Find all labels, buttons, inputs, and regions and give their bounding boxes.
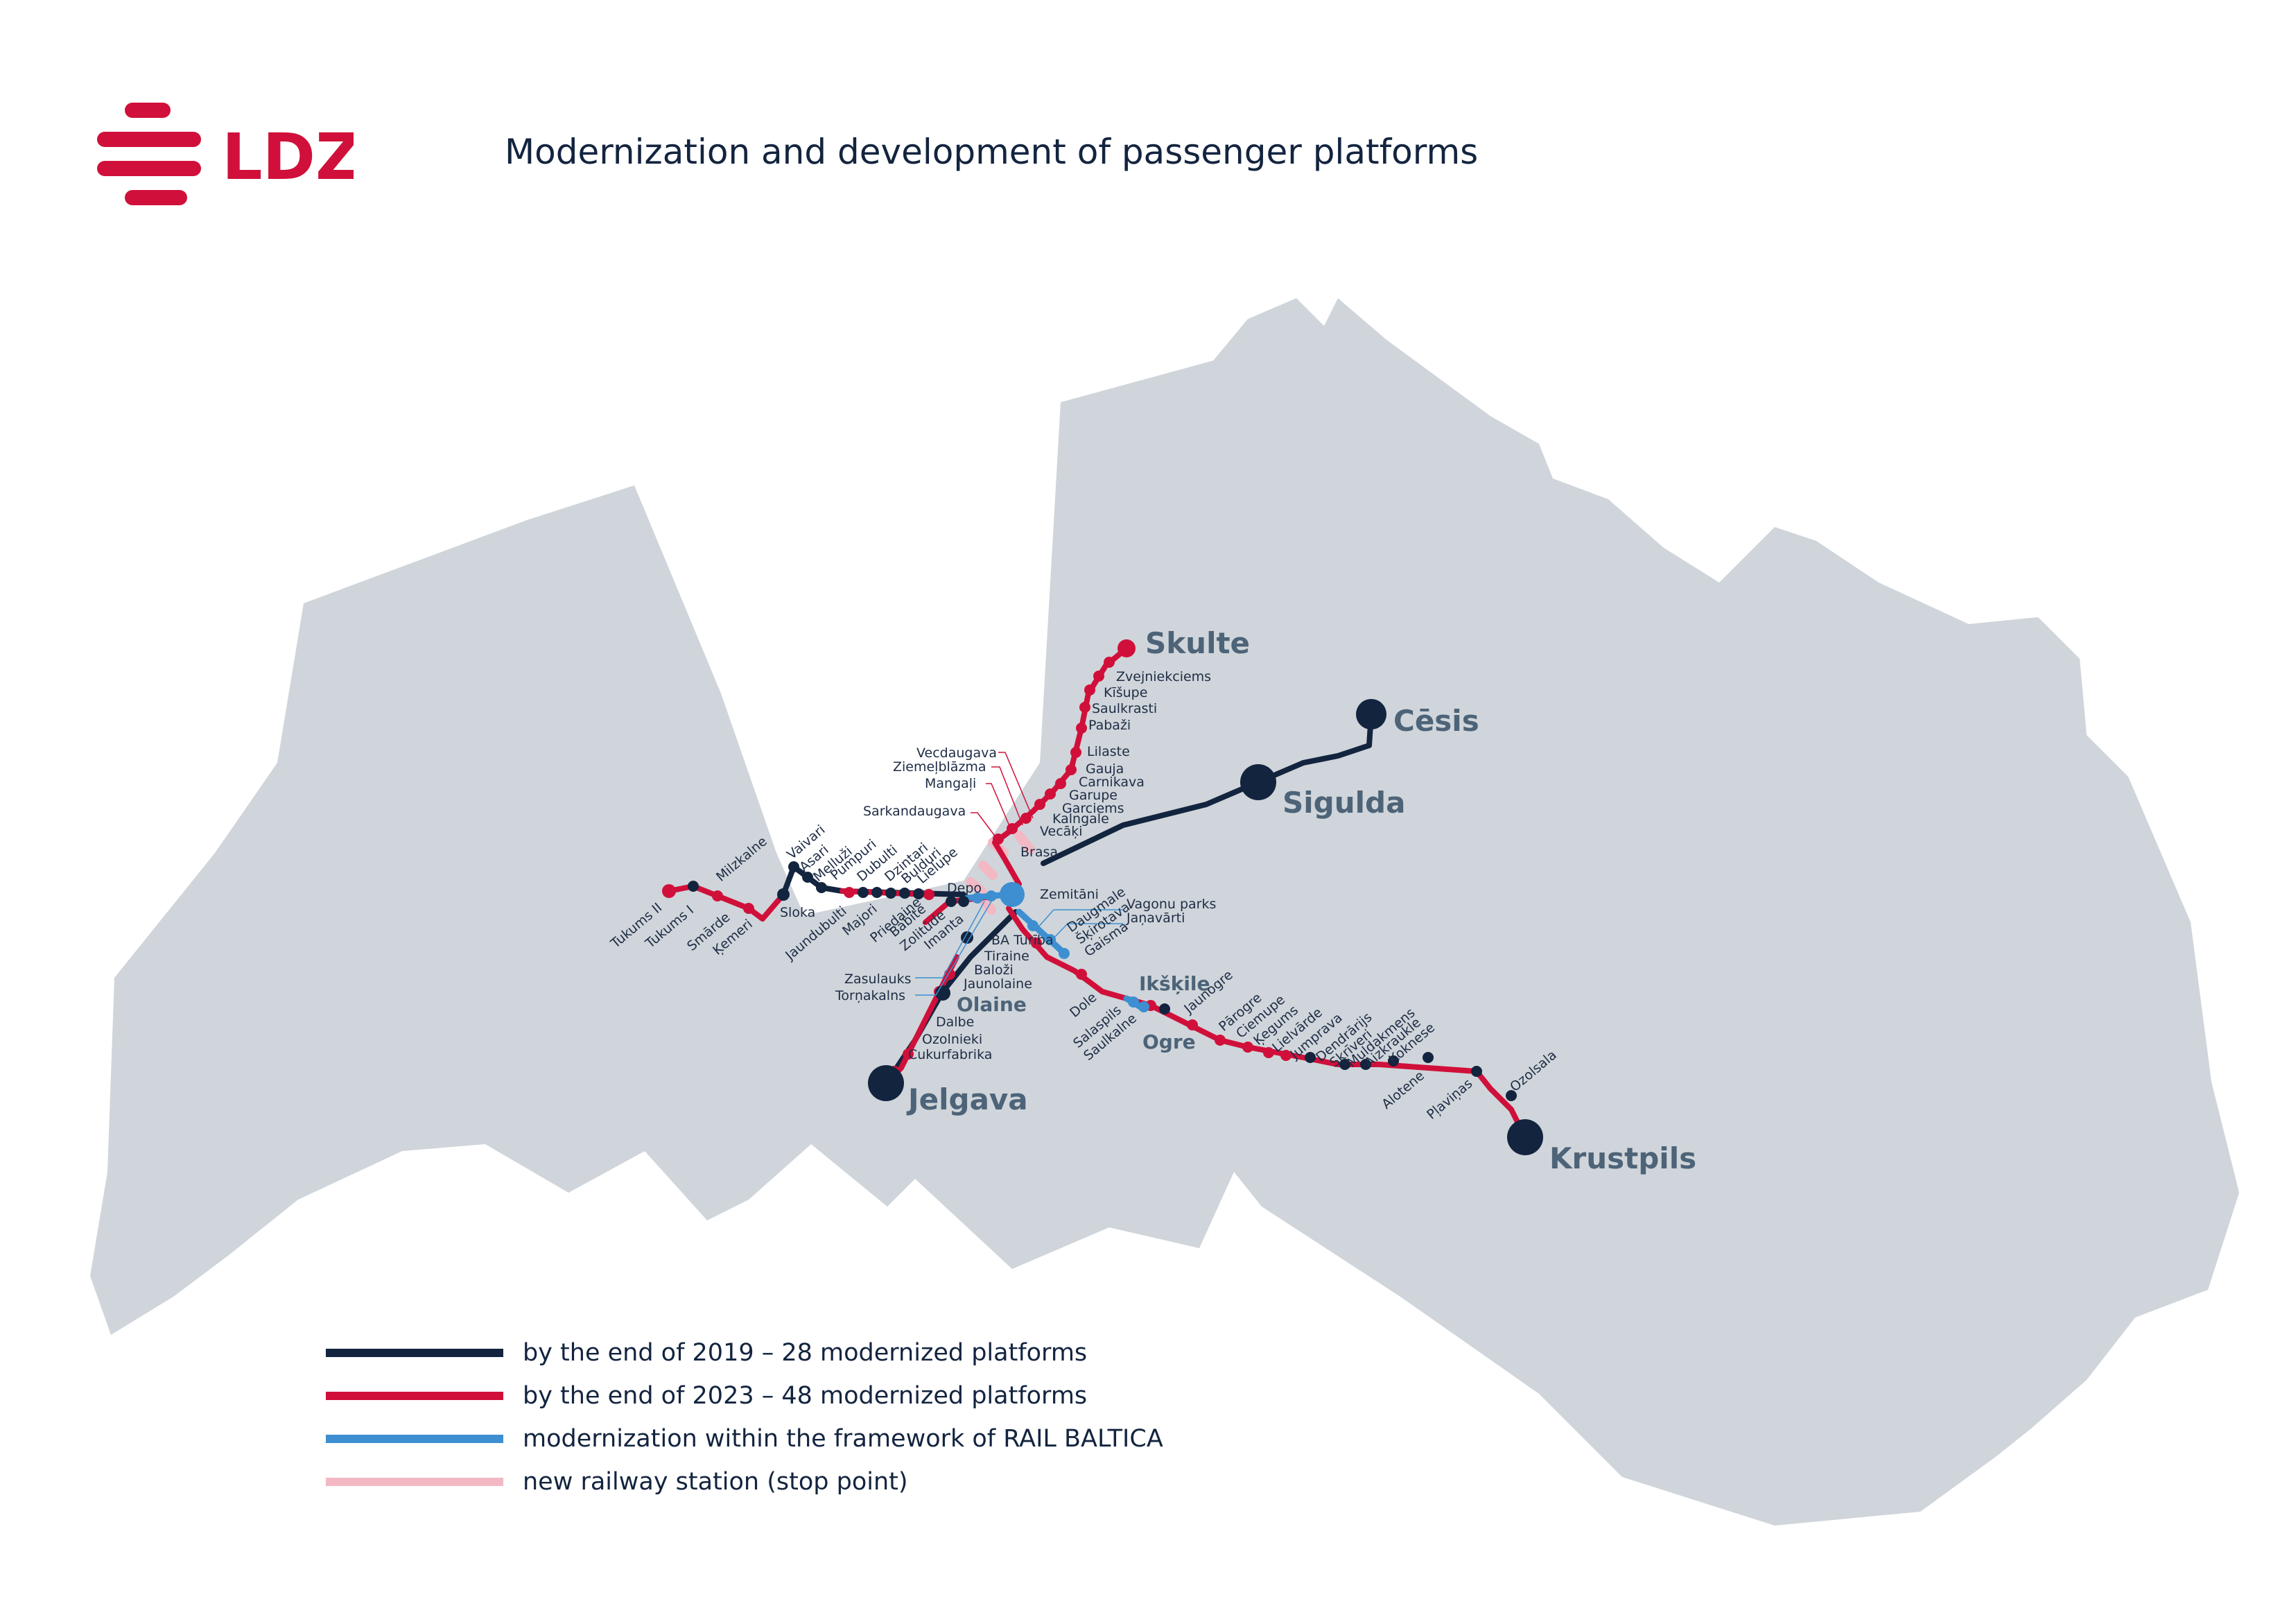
legend-swatch (326, 1392, 503, 1400)
station-label: Vagonu parks (1127, 897, 1216, 912)
city-label: Krustpils (1549, 1141, 1696, 1175)
logo-stripe (97, 161, 201, 176)
latvia-land (90, 298, 2239, 1526)
station-label: BA Turība (991, 933, 1054, 948)
legend-item: by the end of 2023 – 48 modernized platf… (326, 1374, 1163, 1417)
station-label: Depo (947, 881, 982, 896)
station-label: Tiraine (984, 949, 1029, 964)
ldz-logo[interactable]: LDZ (90, 97, 362, 218)
station-label: Saulkrasti (1092, 701, 1157, 716)
station-label: Sarkandaugava (863, 804, 966, 819)
station-label: Ziemeļblāzma (893, 759, 986, 775)
logo-stripe (125, 103, 171, 118)
legend: by the end of 2019 – 28 modernized platf… (326, 1331, 1163, 1503)
city-label: Ogre (1142, 1030, 1196, 1053)
city-label: Ikšķile (1139, 972, 1210, 995)
station-label: Torņakalns (835, 988, 905, 1003)
legend-label: by the end of 2023 – 48 modernized platf… (523, 1382, 1088, 1410)
city-label: Olaine (957, 993, 1027, 1016)
station-label: Garciems (1062, 801, 1124, 816)
page-title: Modernization and development of passeng… (505, 132, 1479, 172)
station-label: Ozolnieki (922, 1032, 982, 1047)
station-label: Vecāķi (1040, 824, 1083, 839)
station-label: Cukurfabrika (908, 1047, 992, 1062)
station-label: Mangaļi (925, 776, 976, 791)
station-label: Vecdaugava (916, 745, 997, 761)
city-label: Cēsis (1393, 704, 1479, 738)
station-dots-blue (972, 890, 1149, 1012)
cesis-dot (1356, 699, 1386, 729)
station-label: Lilaste (1087, 744, 1130, 759)
legend-label: new railway station (stop point) (523, 1468, 908, 1496)
skulte-dot (1117, 639, 1136, 657)
station-label: Kalngale (1052, 811, 1109, 827)
station-label: Zvejniekciems (1116, 669, 1211, 684)
city-label: Skulte (1145, 626, 1250, 660)
legend-swatch (326, 1349, 503, 1357)
station-label: Carnikava (1079, 775, 1145, 790)
logo-text: LDZ (222, 120, 354, 194)
station-label: Sloka (780, 905, 815, 920)
legend-label: by the end of 2019 – 28 modernized platf… (523, 1339, 1088, 1367)
riga-hub (1000, 882, 1025, 907)
station-label: Garupe (1069, 788, 1117, 803)
station-label: Jaunolaine (963, 976, 1032, 992)
callout-lines-blue (915, 901, 1123, 996)
legend-item: by the end of 2019 – 28 modernized platf… (326, 1331, 1163, 1374)
station-dots-navy (688, 861, 1517, 1101)
tukums-dot (662, 884, 676, 898)
station-label: Baloži (974, 962, 1014, 978)
station-label: Brasa (1020, 845, 1058, 860)
legend-swatch (326, 1435, 503, 1443)
station-label: Zasulauks (844, 972, 911, 987)
sigulda-dot (1240, 764, 1276, 800)
station-label: Kīšupe (1104, 685, 1147, 700)
logo-stripe (125, 190, 187, 205)
logo-stripe (97, 132, 201, 147)
station-label: Jaņavārti (1126, 910, 1185, 926)
city-label: Jelgava (906, 1082, 1028, 1116)
city-label: Sigulda (1282, 786, 1405, 820)
callout-lines (971, 752, 1034, 841)
legend-item: new railway station (stop point) (326, 1460, 1163, 1503)
krustpils-dot (1507, 1119, 1543, 1155)
legend-label: modernization within the framework of RA… (523, 1425, 1163, 1453)
station-label: Gauja (1086, 761, 1124, 777)
jelgava-dot (868, 1065, 904, 1101)
station-label: Pabaži (1088, 718, 1131, 733)
station-label: Zemitāni (1040, 887, 1099, 902)
legend-swatch (326, 1478, 503, 1486)
station-label: Dalbe (936, 1014, 974, 1030)
legend-item: modernization within the framework of RA… (326, 1417, 1163, 1460)
